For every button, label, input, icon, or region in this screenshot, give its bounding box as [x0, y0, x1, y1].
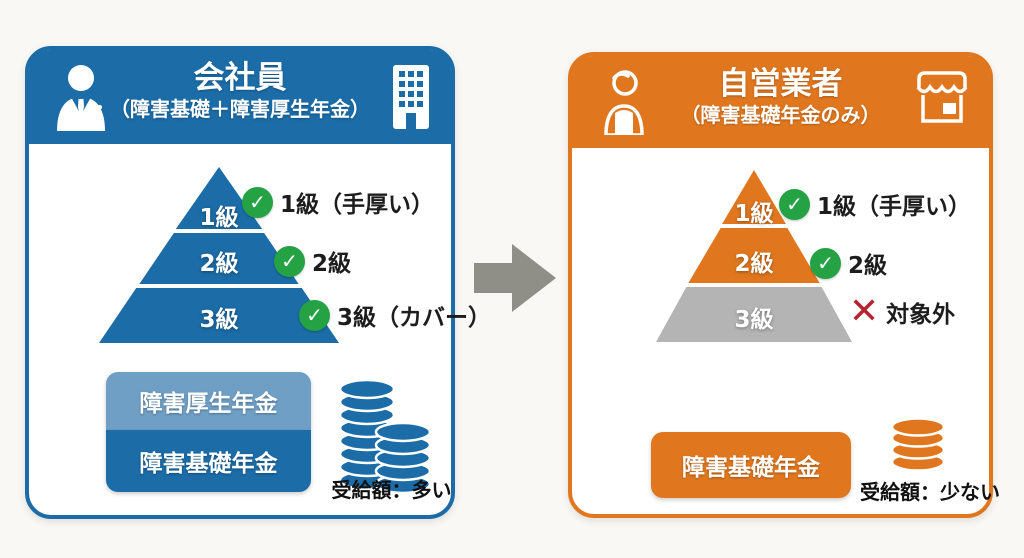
annotation-text: 1級（手厚い） — [280, 192, 435, 218]
cross-icon: ✕ — [849, 291, 880, 332]
tier-label-grade2: 2級 — [734, 251, 774, 277]
self-employed-panel: 自営業者 （障害基礎年金のみ） 1級 2級 3級 ✓ 1級（手厚い） — [568, 52, 1000, 518]
annotation-text: 対象外 — [886, 302, 956, 328]
annotation-grade1: ✓ 1級（手厚い） — [242, 185, 434, 219]
self-employed-title: 自営業者 — [718, 66, 843, 102]
shopkeeper-icon — [598, 69, 650, 139]
benefit-box-kosei: 障害厚生年金 — [106, 372, 311, 430]
coin-stacks-large-icon — [337, 364, 435, 500]
benefit-box-label: 障害厚生年金 — [139, 391, 278, 417]
annotation-grade2: ✓ 2級 — [274, 244, 351, 278]
check-icon: ✓ — [274, 245, 305, 277]
tier-label-grade2: 2級 — [199, 251, 239, 277]
pyramid-tier-grade3-excluded — [656, 287, 852, 342]
company-employee-panel: 会社員 （障害基礎＋障害厚生年金） 1級 — [25, 46, 491, 519]
amount-label-right: 受給額：少ない — [860, 480, 1000, 504]
annotation-excluded: ✕ 対象外 — [849, 294, 955, 330]
tier-label-grade3: 3級 — [199, 307, 239, 333]
annotation-grade2: ✓ 2級 — [810, 246, 887, 280]
benefit-box-label: 障害基礎年金 — [682, 455, 820, 481]
annotation-grade3: ✓ 3級（カバー） — [299, 298, 491, 332]
company-employee-header: 会社員 （障害基礎＋障害厚生年金） — [29, 50, 451, 144]
annotation-grade1: ✓ 1級（手厚い） — [779, 187, 971, 221]
company-employee-title: 会社員 — [193, 60, 287, 96]
right-arrow-icon — [474, 242, 558, 318]
check-icon: ✓ — [779, 188, 810, 220]
office-building-icon — [389, 63, 433, 133]
check-icon: ✓ — [242, 186, 273, 218]
annotation-text: 1級（手厚い） — [817, 194, 972, 220]
annotation-text: 3級（カバー） — [337, 305, 492, 331]
benefit-box-label: 障害基礎年金 — [139, 451, 278, 477]
tier-label-grade3: 3級 — [734, 307, 774, 333]
benefit-box-kiso: 障害基礎年金 — [651, 432, 851, 498]
self-employed-header: 自営業者 （障害基礎年金のみ） — [572, 56, 989, 148]
annotation-text: 2級 — [312, 251, 352, 277]
benefit-box-kiso: 障害基礎年金 — [106, 430, 311, 492]
self-employed-pyramid: 1級 2級 3級 — [656, 170, 852, 342]
self-employed-subtitle: （障害基礎年金のみ） — [680, 102, 881, 127]
coin-stack-small-icon — [888, 416, 948, 478]
tier-label-grade1: 1級 — [734, 201, 774, 227]
check-icon: ✓ — [299, 299, 330, 331]
annotation-text: 2級 — [848, 253, 888, 279]
storefront-icon — [913, 69, 971, 129]
businessman-icon — [55, 63, 107, 135]
check-icon: ✓ — [810, 247, 841, 279]
company-employee-subtitle: （障害基礎＋障害厚生年金） — [110, 96, 370, 121]
amount-label-left: 受給額：多い — [331, 478, 452, 502]
tier-label-grade1: 1級 — [199, 205, 239, 231]
